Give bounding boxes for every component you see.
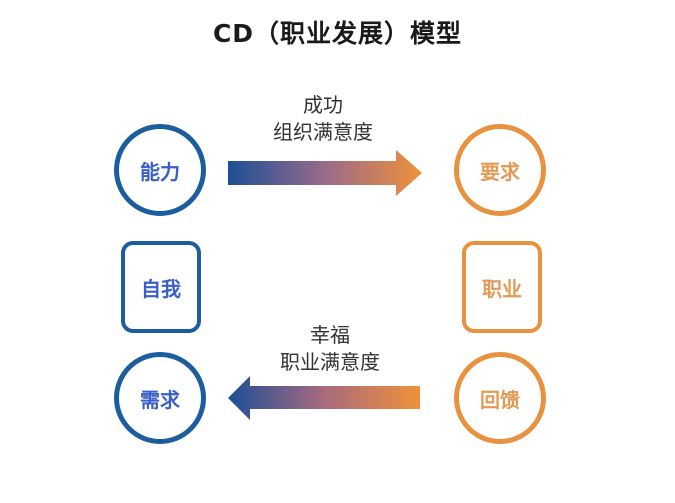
node-self-label: 自我 <box>141 276 181 301</box>
node-ability-label: 能力 <box>140 159 180 184</box>
node-career: 职业 <box>462 241 542 333</box>
arrow-right-icon <box>228 150 422 196</box>
node-feedback-label: 回馈 <box>480 387 520 412</box>
bottom-arrow-caption: 幸福 职业满意度 <box>230 322 430 376</box>
node-feedback: 回馈 <box>454 352 546 444</box>
top-caption-line2: 组织满意度 <box>273 120 373 144</box>
node-career-label: 职业 <box>482 276 522 301</box>
node-needs: 需求 <box>114 352 206 444</box>
top-arrow-caption: 成功 组织满意度 <box>223 92 423 146</box>
bottom-caption-line1: 幸福 <box>310 323 350 347</box>
node-requirements-label: 要求 <box>480 159 520 184</box>
node-needs-label: 需求 <box>140 387 180 412</box>
top-caption-line1: 成功 <box>303 93 343 117</box>
diagram-title: CD（职业发展）模型 <box>212 19 463 48</box>
arrow-left-icon <box>228 376 420 420</box>
node-ability: 能力 <box>114 124 206 216</box>
node-self: 自我 <box>121 241 201 333</box>
bottom-caption-line2: 职业满意度 <box>280 350 380 374</box>
node-requirements: 要求 <box>454 124 546 216</box>
